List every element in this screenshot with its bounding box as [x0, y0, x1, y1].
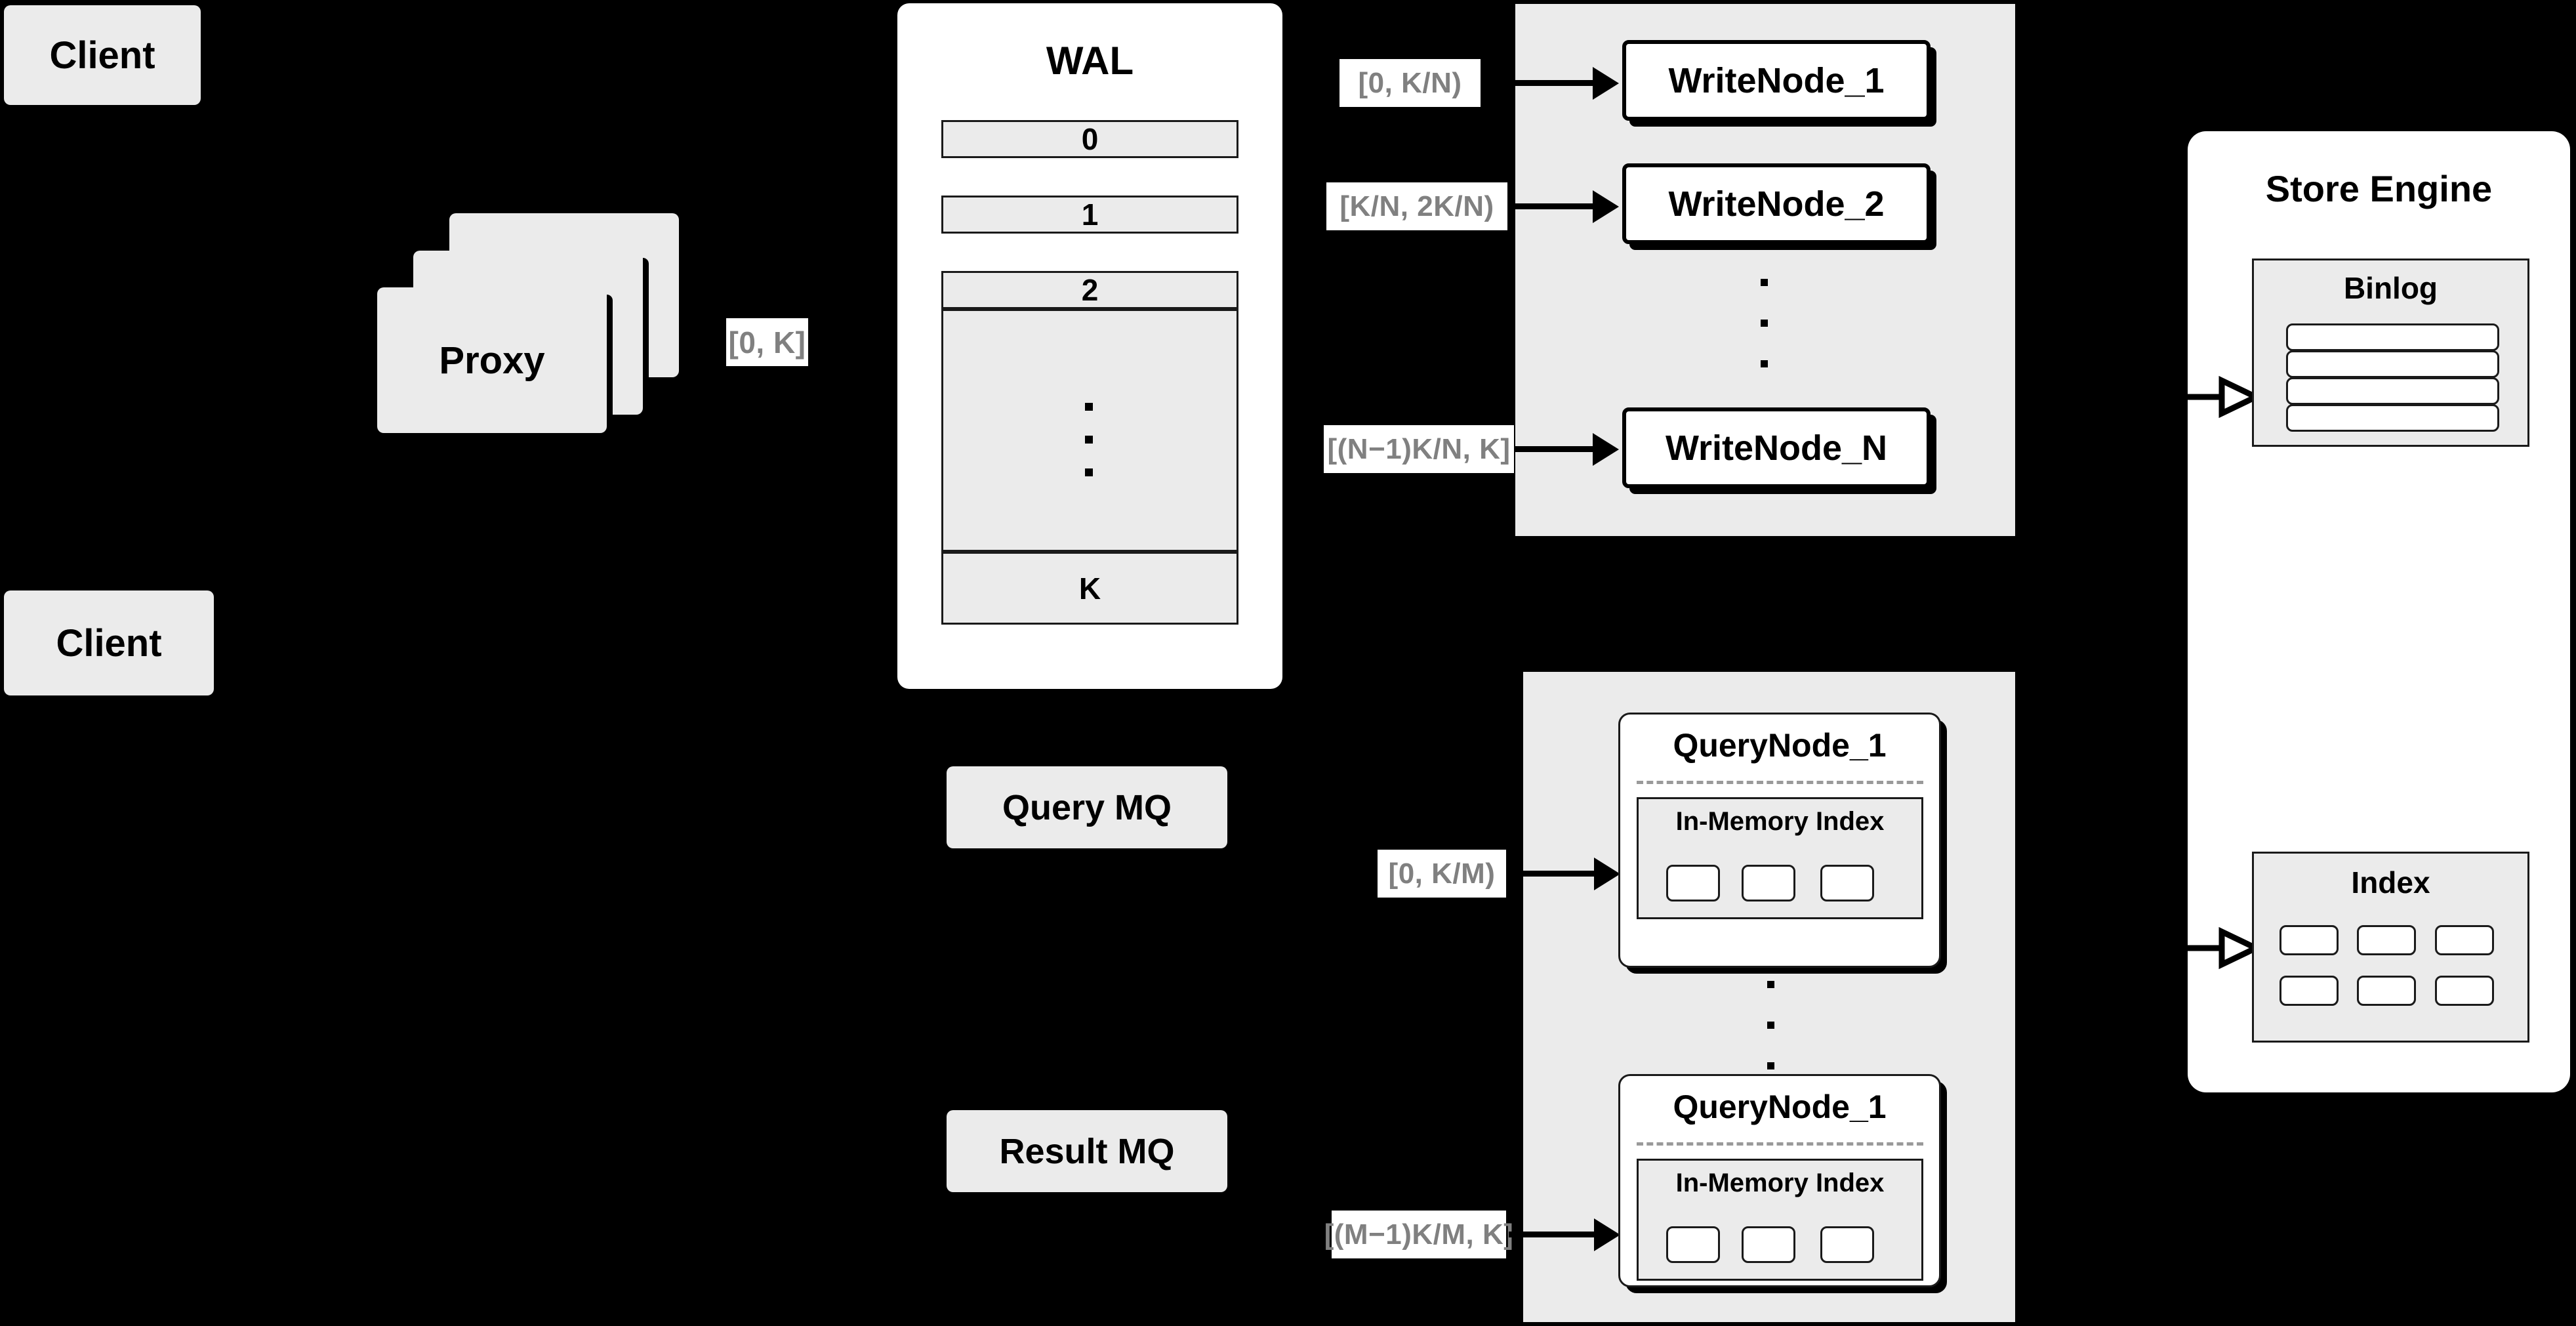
- in-memory-index-label-m: In-Memory Index: [1675, 1169, 1885, 1197]
- write-node-box-2[interactable]: WriteNode_2: [1622, 163, 1931, 244]
- arrow-line-querynode-m: [1509, 1232, 1595, 1237]
- in-memory-index-label-1: In-Memory Index: [1675, 807, 1885, 836]
- index-title: Index: [2351, 865, 2430, 900]
- wal-row-k: K: [941, 552, 1238, 625]
- index-cell-1: [2280, 925, 2339, 955]
- write-node-label-2: WriteNode_2: [1668, 184, 1885, 224]
- index-segment-m-1: [1666, 1226, 1720, 1263]
- wal-title: WAL: [1046, 39, 1134, 83]
- query-node-label-1: QueryNode_1: [1673, 727, 1887, 764]
- index-segment-1-3: [1820, 865, 1874, 901]
- edge-label-writenode-1: [0, K/N): [1339, 59, 1481, 107]
- arrow-head-querynode-1: [1594, 858, 1620, 890]
- arrow-line-writenode-n: [1515, 446, 1594, 452]
- arrow-head-writenode-1: [1593, 67, 1619, 100]
- index-cell-3: [2435, 925, 2494, 955]
- index-segment-m-3: [1820, 1226, 1874, 1263]
- write-node-label-1: WriteNode_1: [1668, 60, 1885, 100]
- write-node-label-n: WriteNode_N: [1665, 428, 1888, 468]
- wal-ellipsis: [1076, 387, 1102, 492]
- proxy-stack[interactable]: Proxy: [377, 213, 692, 433]
- proxy-card-front[interactable]: Proxy: [377, 287, 607, 433]
- index-segment-1-2: [1742, 865, 1795, 901]
- index-segment-1-1: [1666, 865, 1720, 901]
- edge-label-text: [0, K]: [728, 325, 806, 360]
- arrow-open-to-binlog: [2188, 374, 2260, 420]
- index-cell-4: [2280, 976, 2339, 1006]
- result-mq-label: Result MQ: [999, 1131, 1175, 1171]
- wal-row-2: 2: [941, 271, 1238, 309]
- binlog-row-2: [2286, 350, 2499, 378]
- edge-label-writenode-2: [K/N, 2K/N): [1326, 182, 1507, 230]
- index-cell-6: [2435, 976, 2494, 1006]
- index-cell-2: [2357, 925, 2416, 955]
- edge-label-querynode-1: [0, K/M): [1378, 850, 1506, 898]
- proxy-label: Proxy: [439, 339, 545, 382]
- client-box-2[interactable]: Client: [4, 590, 214, 695]
- client-label-1: Client: [49, 33, 155, 77]
- arrow-line-writenode-1: [1502, 80, 1594, 86]
- result-mq-box[interactable]: Result MQ: [947, 1110, 1227, 1192]
- binlog-row-3: [2286, 377, 2499, 405]
- query-mq-box[interactable]: Query MQ: [947, 766, 1227, 848]
- binlog-row-4: [2286, 404, 2499, 432]
- index-cell-5: [2357, 976, 2416, 1006]
- arrow-head-querynode-m: [1594, 1218, 1620, 1251]
- arrow-open-to-index: [2188, 925, 2260, 971]
- query-node-divider-1: [1637, 781, 1923, 784]
- edge-label-writenode-n: [(N−1)K/N, K]: [1324, 425, 1514, 473]
- binlog-title: Binlog: [2343, 271, 2438, 305]
- query-node-divider-m: [1637, 1142, 1923, 1146]
- write-node-box-1[interactable]: WriteNode_1: [1622, 40, 1931, 121]
- edge-label-querynode-m: [(M−1)K/M, K]: [1324, 1211, 1513, 1258]
- wal-row-0: 0: [941, 120, 1238, 158]
- index-segment-m-2: [1742, 1226, 1795, 1263]
- arrow-line-querynode-1: [1523, 871, 1595, 877]
- client-label-2: Client: [56, 621, 162, 665]
- query-node-ellipsis: [1766, 981, 1775, 1069]
- store-engine-title: Store Engine: [2265, 168, 2493, 209]
- write-node-ellipsis: [1759, 279, 1768, 367]
- edge-label-proxy-to-wal: [0, K]: [726, 318, 808, 366]
- arrow-head-writenode-n: [1593, 433, 1619, 466]
- query-node-label-m: QueryNode_1: [1673, 1088, 1887, 1125]
- wal-row-gap: [941, 309, 1238, 552]
- arrow-line-writenode-2: [1515, 203, 1594, 209]
- write-node-box-n[interactable]: WriteNode_N: [1622, 407, 1931, 488]
- query-mq-label: Query MQ: [1002, 787, 1172, 827]
- arrow-head-writenode-2: [1593, 190, 1619, 223]
- wal-row-1: 1: [941, 196, 1238, 234]
- client-box-1[interactable]: Client: [4, 5, 201, 105]
- binlog-row-1: [2286, 323, 2499, 351]
